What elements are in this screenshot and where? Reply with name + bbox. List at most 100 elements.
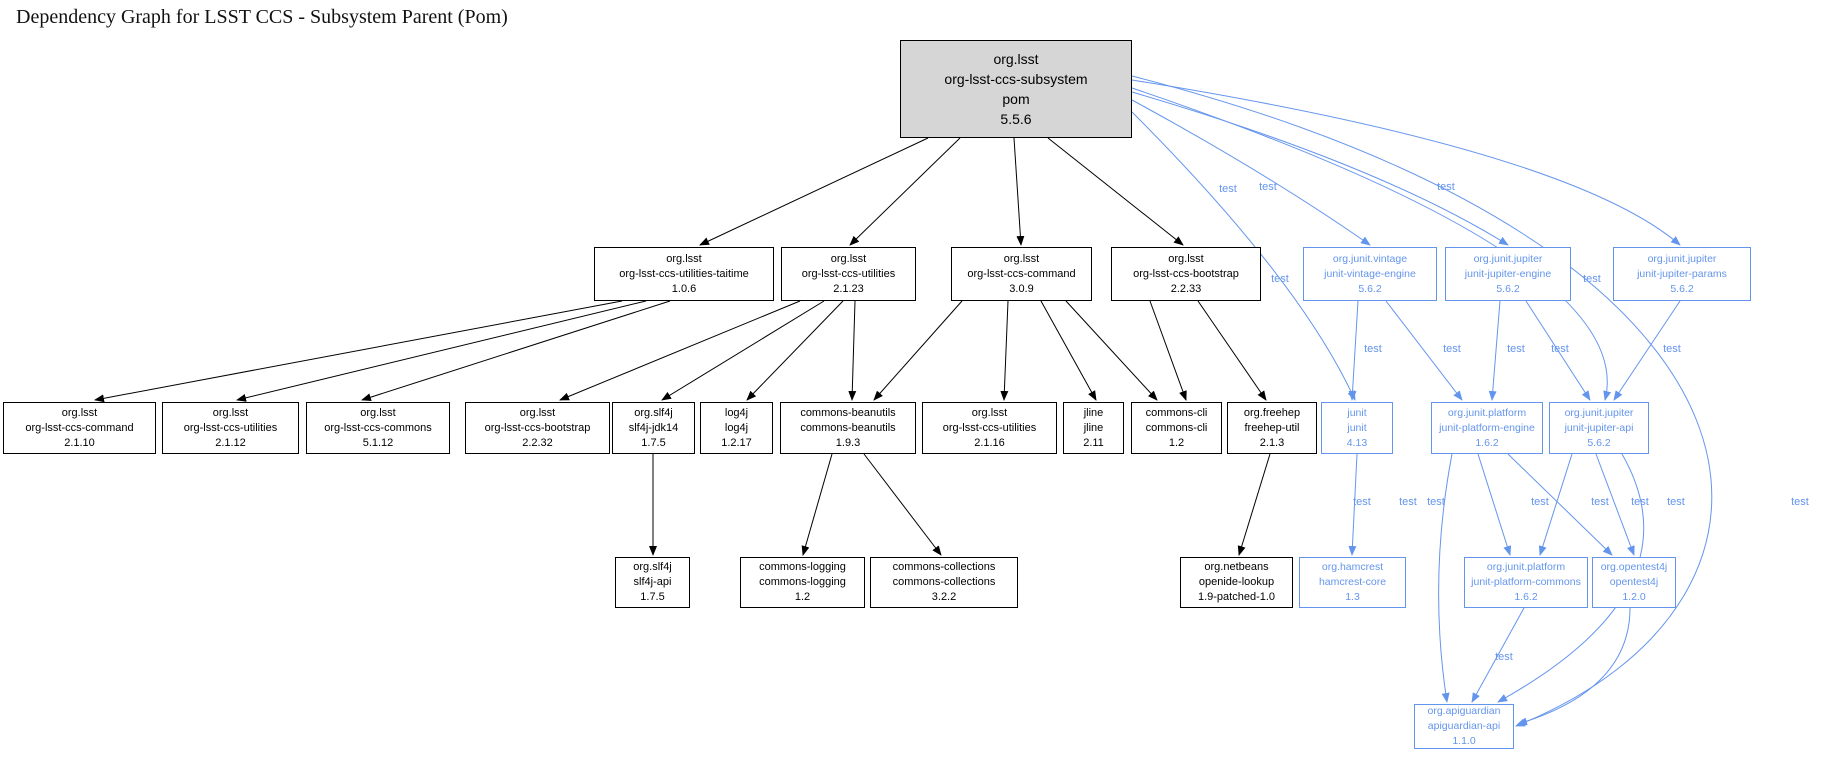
node-label-line: junit-jupiter-api <box>1564 421 1634 434</box>
node-label-line: junit-platform-engine <box>1439 421 1535 434</box>
edge-beanutils-to-commonsCollections <box>863 453 942 556</box>
edge-root-to-jupiterParams <box>1131 79 1681 246</box>
edge-bootstrap2233-to-commonsCli <box>1149 300 1187 401</box>
node-label-line: org-lsst-ccs-command <box>25 421 134 434</box>
node-label-line: openide-lookup <box>1198 576 1275 588</box>
node-label-line: 2.1.10 <box>64 436 95 449</box>
edge-root-to-jupiterEngine <box>1131 91 1509 246</box>
node-label-line: 2.1.16 <box>974 436 1005 449</box>
node-label-line: 2.1.23 <box>833 282 864 295</box>
edge-root-to-apiguardian <box>1131 75 1713 727</box>
node-label-line: org.freehep <box>1243 406 1301 419</box>
node-label-line: org-lsst-ccs-bootstrap <box>1133 267 1239 280</box>
node-label-line: 4.13 <box>1346 436 1368 449</box>
edge-command309-to-utilities2116 <box>1000 300 1009 401</box>
node-label-line: pom <box>1002 91 1030 107</box>
edge-root-to-bootstrap2233 <box>1047 137 1184 246</box>
node-label-line: commons-beanutils <box>800 406 896 419</box>
node-label-line: 1.0.6 <box>671 282 697 295</box>
node-label-line: org.lsst <box>666 252 702 265</box>
edge-freehep-to-openide <box>1237 453 1271 556</box>
node-label-line: org.apiguardian <box>1427 705 1501 717</box>
edge-scope-label: test <box>1631 496 1649 508</box>
edge-scope-label: test <box>1495 651 1513 663</box>
node-label-line: org.opentest4j <box>1600 561 1668 573</box>
edge-root-to-command309 <box>1013 137 1025 246</box>
node-label-line: junit-jupiter-engine <box>1464 267 1552 280</box>
node-label-line: org-lsst-ccs-bootstrap <box>484 421 591 434</box>
edge-scope-label: test <box>1427 496 1445 508</box>
node-label-line: org.junit.platform <box>1447 406 1527 419</box>
node-label-line: org-lsst-ccs-command <box>967 267 1076 280</box>
edge-platformCommons-to-apiguardian <box>1471 607 1525 703</box>
node-label-line: 1.9.3 <box>835 436 861 449</box>
node-label-line: jline <box>1083 406 1104 419</box>
node-label-line: org.junit.jupiter <box>1647 252 1717 265</box>
edge-utilities223-to-log4j <box>746 300 844 401</box>
node-label-line: hamcrest-core <box>1318 576 1387 588</box>
edge-utilities223-to-slf4jJdk14 <box>661 300 825 401</box>
node-label-line: 5.6.2 <box>1587 436 1611 449</box>
node-label-line: org.lsst <box>212 406 249 419</box>
edge-platformEngine-to-apiguardian <box>1438 453 1453 703</box>
node-label-line: log4j <box>724 421 749 434</box>
edge-scope-label: test <box>1219 183 1237 195</box>
node-label-line: 2.2.32 <box>522 436 553 449</box>
edge-root-to-vintage <box>1131 99 1371 246</box>
edge-jupiterApi-to-platformCommons <box>1538 453 1573 556</box>
node-label-line: freehep-util <box>1244 421 1300 434</box>
node-label-line: apiguardian-api <box>1427 720 1501 732</box>
node-label-line: org.lsst <box>971 406 1008 419</box>
edge-scope-label: test <box>1583 273 1601 285</box>
edge-taitime-to-commons5112 <box>361 300 671 402</box>
node-label-line: 1.7.5 <box>640 591 665 603</box>
node-label-line: log4j <box>724 406 749 419</box>
dependency-node-bootstrap2232: org.lsst org-lsst-ccs-bootstrap 2.2.32 <box>465 402 610 454</box>
edge-junit413-to-hamcrest <box>1348 453 1358 556</box>
node-label-line: commons-collections <box>892 576 996 588</box>
node-label-line: org.slf4j <box>634 406 673 419</box>
node-label-line: org-lsst-ccs-utilities <box>801 267 896 280</box>
node-label-line: 1.6.2 <box>1475 436 1499 449</box>
node-label-line: 5.1.12 <box>362 436 394 449</box>
edge-taitime-to-command2110 <box>94 300 623 403</box>
node-label-line: commons-collections <box>892 561 996 573</box>
edge-bootstrap2233-to-freehep <box>1197 300 1267 401</box>
node-label-line: org.lsst <box>519 406 556 419</box>
node-label-line: 3.0.9 <box>1009 282 1034 295</box>
node-label-line: 1.2 <box>794 591 811 603</box>
dependency-node-freehep: org.freehep freehep-util 2.1.3 <box>1227 402 1317 454</box>
node-label-line: org.lsst <box>1003 252 1040 265</box>
node-label-line: jline <box>1083 421 1104 434</box>
node-label-line: org.junit.platform <box>1486 561 1566 573</box>
node-label-line: org.lsst <box>1168 252 1204 265</box>
edge-command309-to-jline <box>1040 300 1097 401</box>
node-label-line: org.lsst <box>61 406 98 419</box>
graph-title: Dependency Graph for LSST CCS - Subsyste… <box>16 6 508 28</box>
node-label-line: 2.1.3 <box>1259 436 1285 449</box>
node-label-line: org.slf4j <box>633 561 672 573</box>
edge-scope-label: test <box>1663 343 1681 355</box>
node-label-line: junit <box>1347 406 1367 419</box>
edge-beanutils-to-commonsLogging <box>801 453 833 556</box>
dependency-node-command2110: org.lsst org-lsst-ccs-command 2.1.10 <box>3 402 156 454</box>
node-label-line: opentest4j <box>1609 576 1659 588</box>
node-label-line: slf4j-jdk14 <box>628 421 679 434</box>
node-label-line: 3.2.2 <box>931 591 957 603</box>
node-label-line: org-lsst-ccs-subsystem <box>944 71 1088 87</box>
node-label-line: 1.2.17 <box>721 436 752 449</box>
